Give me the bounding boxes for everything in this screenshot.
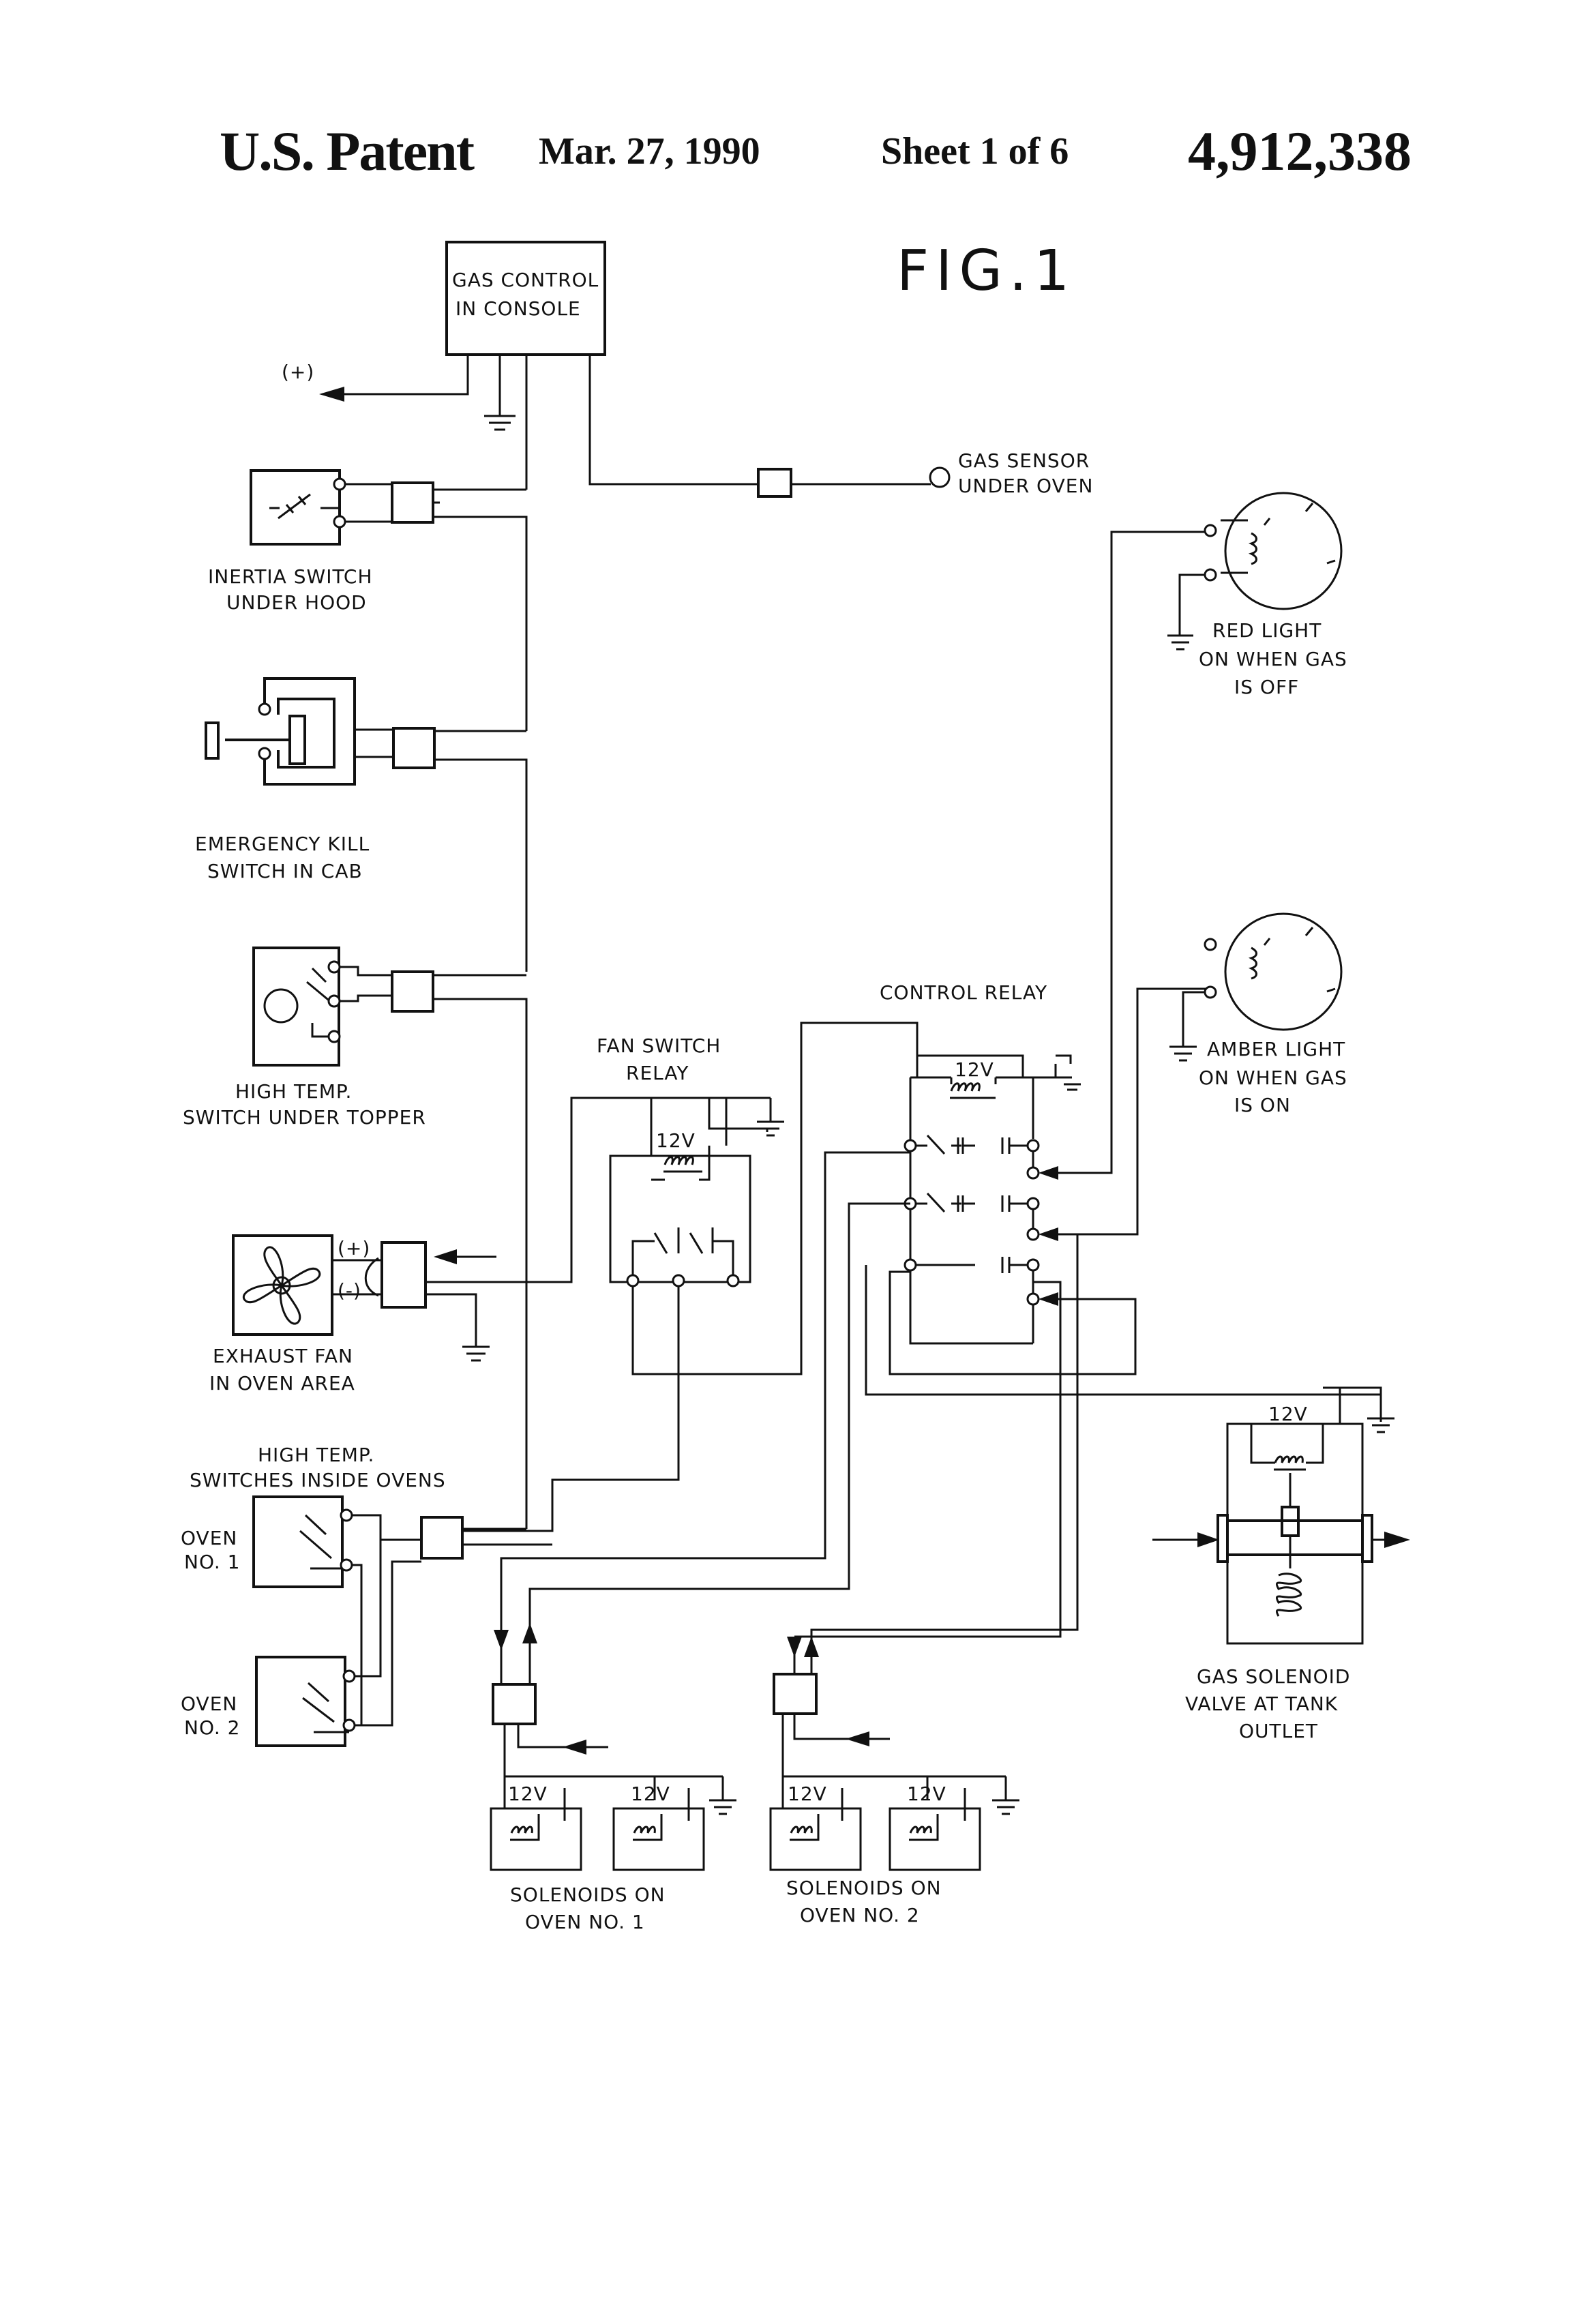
gas-control-console: GAS CONTROL IN CONSOLE — [445, 241, 606, 356]
hightemp-ovens-label-1: HIGH TEMP. — [258, 1444, 374, 1466]
exhaust-label-2: IN OVEN AREA — [209, 1372, 355, 1395]
oven2-sol2-12v: 12V — [907, 1783, 946, 1805]
sol-oven2-label-1: SOLENOIDS ON — [786, 1877, 942, 1899]
oven-1-solenoid-ground — [709, 1776, 736, 1815]
sol-oven1-label-2: OVEN NO. 1 — [525, 1911, 645, 1933]
fan-minus-label: (-) — [338, 1279, 361, 1302]
sensor-connector — [757, 468, 792, 498]
fan-feed-arrow — [434, 1249, 457, 1264]
fan-relay-12v-label: 12V — [656, 1129, 696, 1152]
patent-label: U.S. Patent — [220, 120, 475, 182]
gas-sensor-label-1: GAS SENSOR — [958, 449, 1090, 472]
fan-plus-label: (+) — [338, 1237, 370, 1260]
control-relay: 12V — [904, 1054, 1081, 1345]
exhaust-label-1: EXHAUST FAN — [213, 1345, 353, 1367]
oven-2-solenoid-feeds — [773, 1637, 890, 1808]
oven-1-solenoids: 12V 12V — [490, 1775, 723, 1871]
kill-switch-connector — [392, 727, 436, 769]
gas-sensor-icon — [929, 466, 951, 488]
patent-number: 4,912,338 — [1188, 120, 1412, 182]
oven1-label-2: NO. 1 — [184, 1551, 240, 1573]
amber-light-ground-symbol — [1169, 1045, 1197, 1062]
oven2-label-1: OVEN — [181, 1693, 237, 1715]
inertia-label-2: UNDER HOOD — [226, 591, 367, 614]
figure-title: FIG.1 — [897, 239, 1076, 303]
gas-control-label-2: IN CONSOLE — [456, 297, 581, 320]
solenoid-valve-label-3: OUTLET — [1239, 1720, 1318, 1742]
oven1-sol1-12v: 12V — [508, 1783, 548, 1805]
hightemp-topper-label-2: SWITCH UNDER TOPPER — [183, 1106, 426, 1129]
console-ground-symbol — [484, 355, 516, 431]
control-relay-12v-label: 12V — [955, 1058, 994, 1081]
valve-ground-symbol — [1323, 1386, 1394, 1433]
oven-2-switch — [255, 1656, 356, 1747]
red-light-label-3: IS OFF — [1234, 676, 1299, 698]
gas-solenoid-valve: 12V — [1217, 1388, 1373, 1645]
gas-control-label-1: GAS CONTROL — [452, 269, 599, 291]
fan-relay-ground-symbol — [726, 1097, 784, 1137]
sheet-number: Sheet 1 of 6 — [881, 130, 1069, 173]
oven-1-solenoid-feeds — [492, 1623, 608, 1808]
red-light-label-2: ON WHEN GAS — [1199, 648, 1347, 670]
valve-outlet-arrow — [1384, 1532, 1410, 1548]
kill-label-2: SWITCH IN CAB — [207, 860, 363, 882]
plus-label: (+) — [282, 361, 314, 383]
topper-connector — [391, 970, 434, 1013]
patent-date: Mar. 27, 1990 — [539, 130, 760, 173]
fan-relay-label-2: RELAY — [626, 1062, 689, 1084]
sol-oven2-label-2: OVEN NO. 2 — [800, 1904, 920, 1926]
oven1-label-1: OVEN — [181, 1527, 237, 1549]
amber-light-label-1: AMBER LIGHT — [1207, 1038, 1345, 1060]
plus-output-arrow — [319, 387, 344, 402]
oven2-label-2: NO. 2 — [184, 1716, 240, 1739]
sol-oven1-label-1: SOLENOIDS ON — [510, 1883, 666, 1906]
oven-2-solenoid-ground — [992, 1776, 1019, 1815]
inertia-connector — [391, 481, 434, 524]
hightemp-ovens-label-2: SWITCHES INSIDE OVENS — [190, 1469, 446, 1491]
control-relay-ground-symbol — [1056, 1054, 1072, 1064]
red-light-icon — [1204, 492, 1343, 610]
red-light-label-1: RED LIGHT — [1212, 619, 1322, 642]
gas-sensor-label-2: UNDER OVEN — [958, 475, 1093, 497]
fan-ground-symbol — [426, 1293, 490, 1362]
red-light-ground-symbol — [1167, 634, 1193, 651]
ovens-connector — [420, 1516, 464, 1560]
oven-2-solenoids: 12V 12V — [769, 1775, 1006, 1871]
control-relay-label: CONTROL RELAY — [880, 981, 1047, 1004]
hightemp-topper-label-1: HIGH TEMP. — [235, 1080, 352, 1103]
amber-light-icon — [1204, 912, 1343, 1031]
valve-12v-label: 12V — [1268, 1403, 1308, 1425]
oven2-sol1-12v: 12V — [788, 1783, 827, 1805]
emergency-kill-switch — [205, 677, 356, 786]
amber-light-label-3: IS ON — [1234, 1094, 1291, 1116]
amber-light-label-2: ON WHEN GAS — [1199, 1067, 1347, 1089]
oven1-sol2-12v: 12V — [631, 1783, 670, 1805]
kill-label-1: EMERGENCY KILL — [195, 833, 370, 855]
fan-switch-relay: 12V — [603, 1097, 768, 1287]
inertia-switch — [250, 469, 346, 546]
fan-relay-label-1: FAN SWITCH — [597, 1034, 721, 1057]
inertia-label-1: INERTIA SWITCH — [208, 565, 373, 588]
solenoid-valve-label-1: GAS SOLENOID — [1197, 1665, 1350, 1688]
fan-connector — [380, 1241, 427, 1309]
valve-inlet-arrow — [1197, 1532, 1219, 1547]
exhaust-fan-icon — [232, 1234, 333, 1336]
solenoid-valve-label-2: VALVE AT TANK — [1185, 1693, 1338, 1715]
oven-1-switch — [252, 1495, 353, 1588]
high-temp-topper-switch — [252, 947, 341, 1067]
